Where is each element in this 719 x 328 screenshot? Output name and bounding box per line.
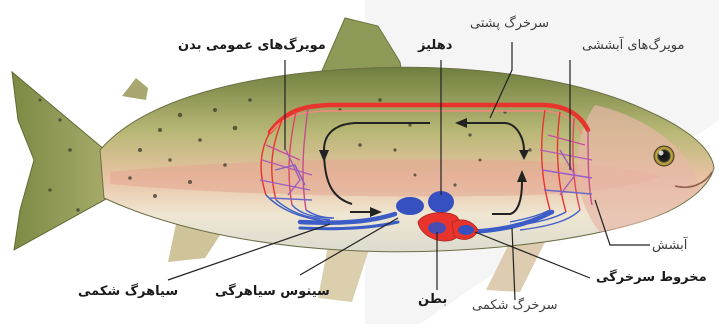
arterial-cone-blood [458,225,474,235]
label-ventral-aorta: سرخرگ شکمی [472,298,557,314]
label-sinus-venosus: سینوس سیاهرگی [215,284,330,300]
tail-fin [12,72,108,250]
eye [654,146,674,166]
label-ventricle: بطن [418,292,447,308]
label-gill: آبشش [652,238,687,254]
label-gill-capillaries: مویرگ‌های آبششی [582,38,685,54]
label-atrium: دهلیز [418,38,452,54]
label-ventral-vein: سیاهرگ شکمی [78,284,178,300]
eye-highlight [659,151,664,156]
adipose-fin [122,78,148,100]
label-dorsal-aorta: سرخرگ پشتی [470,16,549,32]
sinus-venosus-chamber [396,197,424,215]
label-body-capillaries: مویرگ‌های عمومی بدن [178,38,326,54]
label-arterial-cone: مخروط سرخرگی [596,270,707,286]
